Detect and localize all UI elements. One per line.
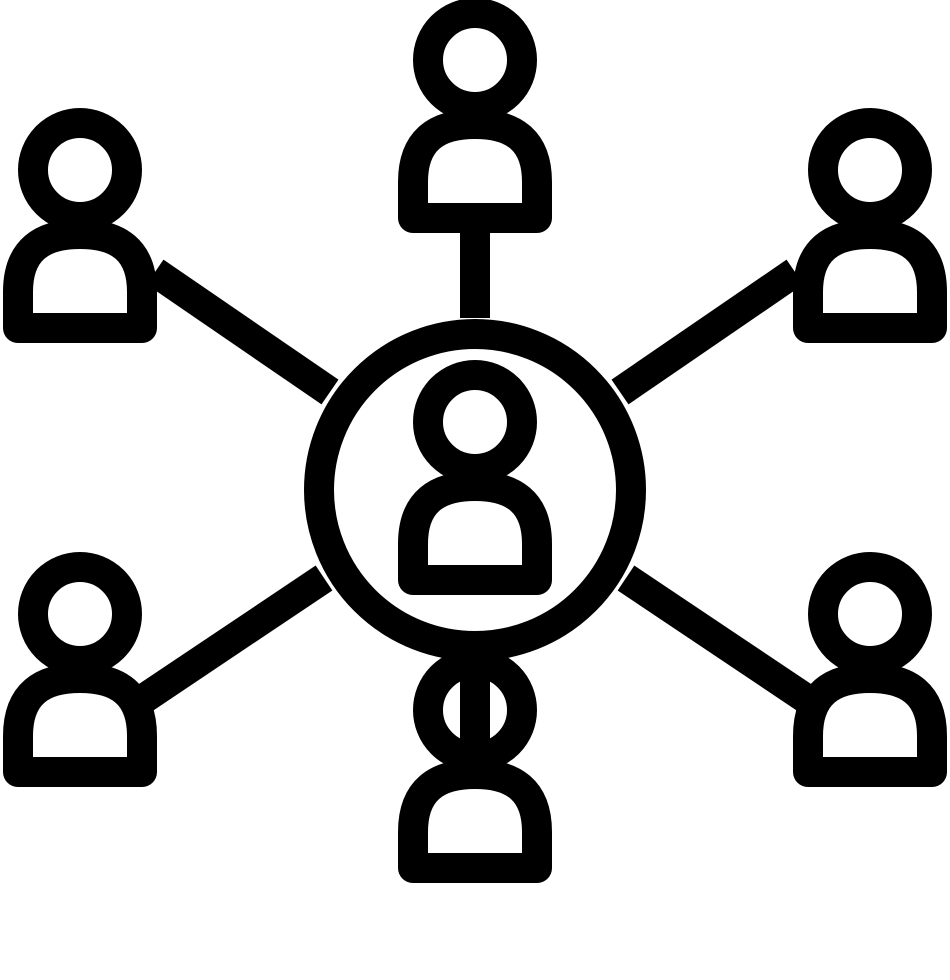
- user-body: [398, 471, 552, 595]
- connector-top-left: [146, 259, 339, 405]
- user-head: [808, 552, 932, 676]
- user-icon-bottom: [398, 648, 552, 883]
- user-body: [793, 663, 947, 787]
- user-head: [413, 0, 537, 122]
- connector-lines: [133, 222, 817, 764]
- user-icon-center: [398, 360, 552, 595]
- user-body: [398, 109, 552, 233]
- user-icon-bottom-right: [793, 552, 947, 787]
- user-body: [398, 759, 552, 883]
- user-body: [3, 219, 157, 343]
- user-body: [3, 663, 157, 787]
- user-icon-top-left: [3, 108, 157, 343]
- user-icon-top: [398, 0, 552, 233]
- user-head: [413, 360, 537, 484]
- user-head: [413, 648, 537, 772]
- people-icons: [3, 0, 947, 883]
- user-icon-top-right: [793, 108, 947, 343]
- connector-bottom-left: [133, 565, 333, 713]
- hub-circle: [304, 319, 646, 661]
- user-head: [18, 108, 142, 232]
- user-icon-bottom-left: [3, 552, 157, 787]
- user-head: [808, 108, 932, 232]
- connector-top-right: [611, 259, 804, 405]
- user-head: [18, 552, 142, 676]
- user-body: [793, 219, 947, 343]
- connector-bottom-right: [617, 565, 817, 713]
